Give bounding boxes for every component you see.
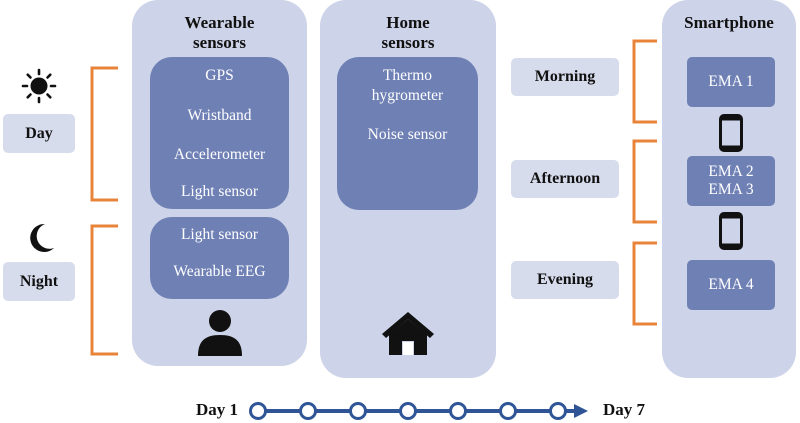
timeline-day-node	[349, 402, 367, 420]
wearable-title-line1: Wearable	[184, 13, 255, 32]
phone-icon	[719, 114, 743, 152]
night-bracket	[90, 224, 118, 356]
house-icon	[382, 312, 434, 355]
sensor-thermo-line1: Thermo	[382, 67, 433, 84]
smartphone-title: Smartphone	[684, 13, 774, 32]
home-title-line1: Home	[386, 13, 430, 32]
timeline-start-label: Day 1	[196, 400, 239, 419]
evening-bracket	[632, 241, 657, 326]
evening-label: Evening	[511, 261, 619, 299]
timeline-arrowhead	[574, 404, 588, 418]
timeline-day-node	[449, 402, 467, 420]
ema-4-label: EMA 4	[708, 276, 754, 293]
timeline-day-node	[399, 402, 417, 420]
afternoon-bracket	[632, 139, 657, 224]
person-icon	[198, 310, 242, 356]
ema-2-label: EMA 2	[708, 163, 754, 180]
timeline-day-node	[299, 402, 317, 420]
ema-1-label: EMA 1	[708, 73, 754, 90]
home-sensors-box: Thermo hygrometer Noise sensor	[337, 57, 478, 210]
moon-icon	[30, 223, 54, 252]
sensor-gps: GPS	[205, 67, 234, 84]
sensor-eeg: Wearable EEG	[173, 263, 266, 280]
timeline-day-node	[499, 402, 517, 420]
day-label: Day	[3, 114, 75, 153]
wearable-day-box: GPS Wristband Accelerometer Light sensor	[150, 57, 289, 209]
ema-3-label: EMA 3	[708, 181, 754, 198]
sensor-light-night: Light sensor	[180, 226, 259, 243]
sensor-wristband: Wristband	[187, 107, 252, 124]
sensor-thermo-line2: hygrometer	[371, 87, 444, 104]
smartphone-panel: Smartphone EMA 1 EMA 2 EMA 3 EMA 4	[662, 0, 796, 378]
wearable-night-box: Light sensor Wearable EEG	[150, 217, 289, 299]
wearable-sensors-panel: Wearable sensors GPS Wristband Accelerom…	[132, 0, 307, 366]
sensor-noise: Noise sensor	[367, 126, 448, 143]
sun-icon	[21, 68, 57, 104]
phone-icon	[719, 212, 743, 250]
afternoon-label: Afternoon	[511, 160, 619, 198]
home-sensors-panel: Home sensors Thermo hygrometer Noise sen…	[320, 0, 496, 378]
timeline-end-label: Day 7	[603, 400, 646, 419]
morning-label: Morning	[511, 58, 619, 96]
morning-bracket	[632, 39, 657, 124]
sensor-light-day: Light sensor	[180, 183, 259, 200]
timeline-day-node	[549, 402, 567, 420]
sensor-accelerometer: Accelerometer	[173, 146, 266, 163]
day-bracket	[90, 66, 118, 202]
ema-box-4: EMA 4	[687, 260, 775, 310]
home-title-line2: sensors	[381, 33, 435, 52]
timeline	[249, 402, 588, 420]
timeline-day-node	[249, 402, 267, 420]
wearable-title-line2: sensors	[193, 33, 246, 52]
ema-box-1: EMA 1	[687, 57, 775, 107]
night-label: Night	[3, 262, 75, 301]
ema-box-2-3: EMA 2 EMA 3	[687, 156, 775, 206]
